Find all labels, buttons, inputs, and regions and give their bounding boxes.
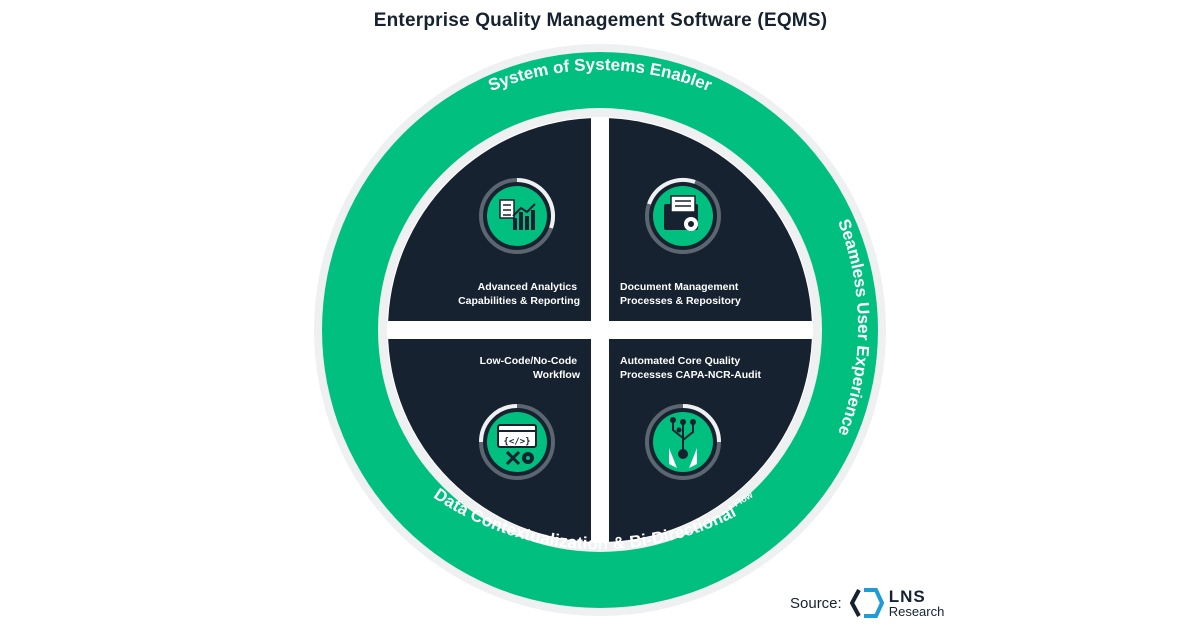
quadrant-label-bottom-right: Automated Core Quality Processes CAPA-NC… [620, 355, 761, 381]
page-title: Enterprise Quality Management Software (… [373, 10, 828, 31]
lns-hexagon-icon [849, 588, 884, 618]
source-label: Source: [790, 594, 842, 612]
quadrant-label-top-right: Document Management Processes & Reposito… [620, 281, 741, 307]
lns-brand-sub: Research [888, 604, 945, 619]
svg-text:{</>}: {</>} [503, 437, 530, 447]
source-attribution: Source: LNS Research [790, 588, 944, 618]
automation-network-icon [645, 404, 721, 480]
quadrant-label-top-left: Advanced Analytics Capabilities & Report… [458, 281, 580, 307]
document-settings-icon [645, 177, 721, 254]
lns-brand-name: LNS [888, 587, 926, 606]
analytics-chart-icon [479, 177, 555, 254]
code-workflow-icon: {</>} [479, 404, 555, 480]
quadrant-label-bottom-left: Low-Code/No-Code Workflow [480, 355, 581, 381]
lns-research-logo: LNS Research [849, 587, 945, 619]
